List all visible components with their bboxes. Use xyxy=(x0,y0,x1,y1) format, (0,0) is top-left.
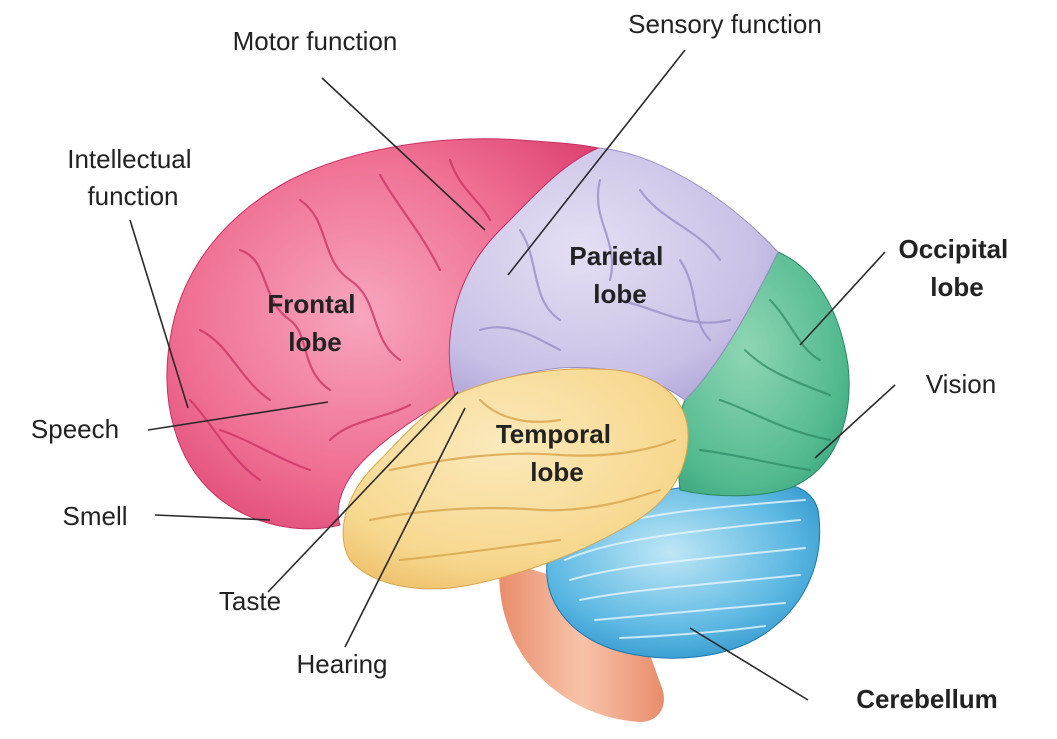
frontal-lobe-label-line2: lobe xyxy=(288,327,341,357)
speech-label: Speech xyxy=(31,414,119,444)
parietal-lobe-label-line2: lobe xyxy=(593,279,646,309)
hearing-label: Hearing xyxy=(296,649,387,679)
vision-label: Vision xyxy=(926,369,996,399)
occipital-lobe-label-line2: lobe xyxy=(930,272,983,302)
intellectual-function-label: Intellectual function xyxy=(67,144,199,211)
intellectual-function-label-line2: function xyxy=(87,181,178,211)
taste-label: Taste xyxy=(219,586,281,616)
sensory-function-label: Sensory function xyxy=(628,9,822,39)
occipital-lobe-label: Occipital lobe xyxy=(898,234,1015,302)
cerebellum-label: Cerebellum xyxy=(856,684,998,714)
intellectual-function-label-line1: Intellectual xyxy=(67,144,191,174)
temporal-lobe-label-line1: Temporal xyxy=(496,419,611,449)
occipital-lobe-label-line1: Occipital xyxy=(898,234,1008,264)
parietal-lobe-label-line1: Parietal xyxy=(569,241,663,271)
frontal-lobe-label-line1: Frontal xyxy=(267,289,355,319)
temporal-lobe-label-line2: lobe xyxy=(530,457,583,487)
motor-function-label: Motor function xyxy=(233,26,398,56)
smell-label: Smell xyxy=(62,501,127,531)
